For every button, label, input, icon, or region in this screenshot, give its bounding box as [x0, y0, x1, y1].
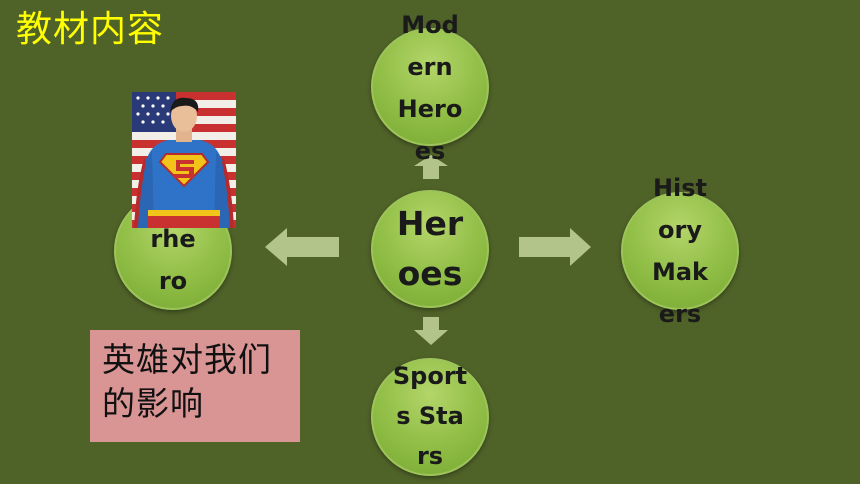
node-modern-heroes-label: Modern Heroes: [397, 11, 463, 165]
note-box: 英雄对我们的影响: [90, 330, 300, 442]
node-history-makers: History Makers: [621, 174, 739, 328]
arrow-down-icon: [414, 317, 448, 345]
arrow-right-icon: [519, 228, 591, 266]
node-heroes-label: Heroes: [396, 204, 464, 293]
node-modern-heroes: Modern Heroes: [371, 11, 489, 165]
slide-title: 教材内容: [16, 9, 165, 50]
node-heroes: Heroes: [371, 190, 489, 308]
superhero-illustration-icon: [132, 92, 236, 228]
node-sports-stars-label: Sports Stars: [392, 362, 468, 470]
node-superhero-label: rhero: [150, 225, 196, 295]
arrow-up-icon: [414, 155, 448, 179]
superhero-photo: [132, 92, 236, 228]
node-history-makers-label: History Makers: [651, 174, 709, 328]
node-sports-stars: Sports Stars: [371, 358, 489, 476]
arrow-left-icon: [265, 228, 339, 266]
